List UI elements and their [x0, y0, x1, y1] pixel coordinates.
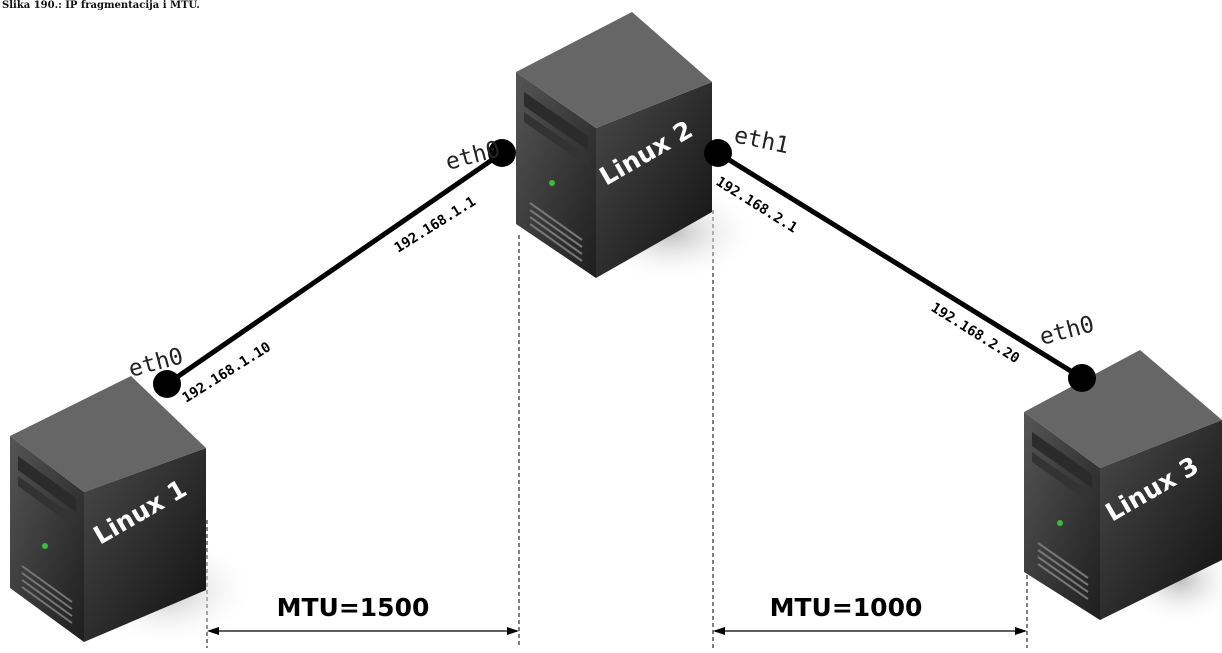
server-face-right: [84, 448, 206, 642]
mtu-label: MTU=1000: [770, 593, 923, 622]
server-drive-bay: [1032, 452, 1092, 504]
server-face-top: [1024, 350, 1222, 468]
server-vent: [1037, 542, 1089, 579]
power-led-icon: [549, 180, 555, 186]
server-vent: [529, 223, 583, 262]
arrow-left-icon: [207, 627, 219, 635]
mtu-dimension-1: MTU=1500: [207, 593, 519, 635]
arrow-left-icon: [713, 627, 725, 635]
server-vent: [529, 216, 583, 255]
interface-name-linux3-eth0: eth0: [1037, 311, 1097, 350]
server-drive-bay: [18, 476, 76, 528]
server-vent: [21, 565, 73, 603]
server-vent: [21, 579, 73, 617]
interface-name-linux2-eth0: eth0: [443, 136, 503, 175]
mtu-dimension-2: MTU=1000: [713, 593, 1027, 635]
server-linux1: Linux 1: [10, 376, 255, 645]
arrow-right-icon: [1015, 627, 1027, 635]
server-vent: [21, 572, 73, 610]
server-vent: [1037, 549, 1089, 586]
server-drive-bay: [524, 112, 588, 166]
server-drive-bay: [18, 456, 76, 512]
ip-label-linux1-eth0: 192.168.1.10: [180, 339, 274, 406]
server-face-top: [10, 376, 206, 492]
network-link-2: [716, 150, 1084, 381]
ip-label-linux2-eth0: 192.168.1.1: [392, 194, 479, 257]
server-drive-bay: [1032, 432, 1092, 488]
server-drive-bay: [524, 92, 588, 150]
figure-caption: Slika 190.: IP fragmentacija i MTU.: [2, 0, 200, 11]
server-vent: [1037, 556, 1089, 593]
server-linux3: Linux 3: [1024, 350, 1222, 625]
server-face-top: [516, 12, 712, 128]
server-face-right: [596, 82, 712, 278]
power-led-icon: [1057, 520, 1063, 526]
mtu-label: MTU=1500: [277, 593, 430, 622]
interface-dot-linux2-eth1: [704, 139, 732, 167]
interface-name-linux2-eth1: eth1: [732, 122, 792, 159]
server-vent: [1037, 563, 1089, 600]
network-link-1: [165, 150, 504, 387]
server-vent: [21, 586, 73, 624]
server-vent: [529, 202, 583, 241]
arrow-right-icon: [507, 627, 519, 635]
server-vent: [529, 209, 583, 248]
interface-dot-linux3-eth0: [1068, 364, 1096, 392]
server-linux2: Linux 2: [516, 12, 760, 282]
interface-dot-linux1-eth0: [153, 370, 181, 398]
server-face-right: [1100, 420, 1222, 620]
power-led-icon: [42, 543, 48, 549]
interface-dot-linux2-eth0: [488, 139, 516, 167]
